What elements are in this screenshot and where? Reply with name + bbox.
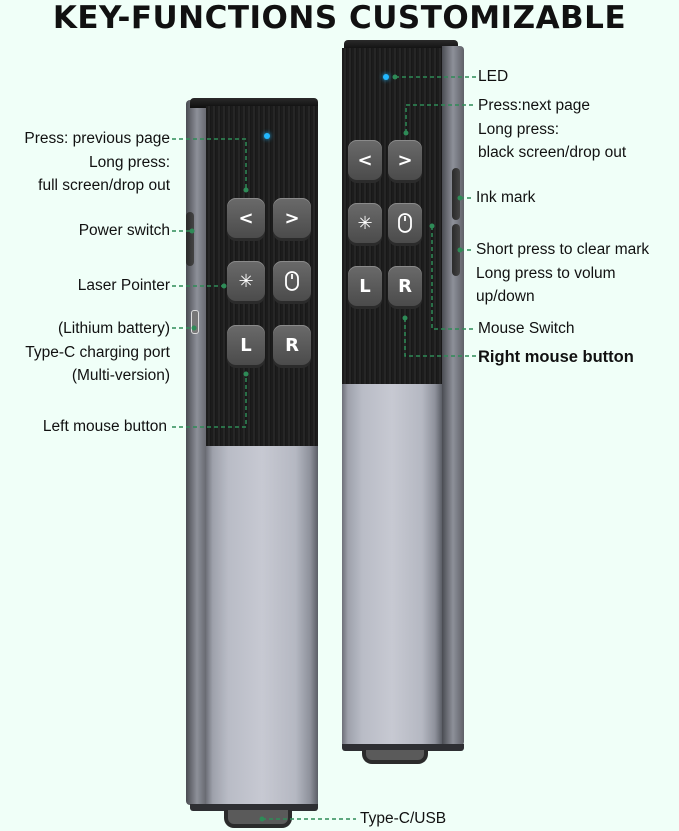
label-charging-port: Type-C charging port [25,344,170,361]
label-multi-version: (Multi-version) [71,367,170,384]
left-mouse-button[interactable]: L [227,325,265,365]
led-indicator-icon [383,74,389,80]
label-battery: (Lithium battery) [58,320,170,337]
label-right-mouse: Right mouse button [478,348,634,366]
remote-left-metal-body [206,446,318,806]
label-volume-1: Long press to volum [476,265,616,282]
remote-right-side-rail [442,46,464,746]
previous-page-button[interactable]: < [348,140,382,180]
usb-connector-icon [362,750,428,764]
label-previous-long-action: full screen/drop out [38,177,170,194]
label-left-mouse: Left mouse button [42,418,167,435]
label-previous-page: Press: previous page [24,130,170,147]
label-next-long-press: Long press: [478,121,559,138]
label-next-page: Press:next page [478,97,591,114]
mouse-icon [398,213,412,233]
remote-right-bottom-edge [342,744,464,751]
laser-pointer-button[interactable]: ✳ [227,261,265,301]
label-type-c-usb: Type-C/USB [360,810,447,827]
volume-clear-button[interactable] [452,224,460,276]
page-title: KEY-FUNCTIONS CUSTOMIZABLE [52,0,627,36]
mouse-switch-button[interactable] [273,261,311,301]
label-led: LED [478,68,509,85]
remote-left-bottom-edge [190,804,318,811]
led-indicator-icon [264,133,270,139]
right-mouse-button[interactable]: R [388,266,422,306]
remote-right-top-cap [344,40,458,50]
ink-mark-button[interactable] [452,168,460,220]
label-next-long-action: black screen/drop out [478,144,627,161]
label-previous-long-press: Long press: [89,154,170,171]
next-page-button[interactable]: > [273,198,311,238]
left-mouse-button[interactable]: L [348,266,382,306]
remote-left-top-cap [190,98,318,108]
mouse-switch-button[interactable] [388,203,422,243]
remote-right-metal-body [342,384,442,746]
label-clear-mark: Short press to clear mark [476,241,650,258]
mouse-icon [285,271,299,291]
remote-left-side-rail [186,100,208,805]
label-mouse-switch: Mouse Switch [478,320,575,337]
label-power-switch: Power switch [78,222,170,239]
laser-pointer-button[interactable]: ✳ [348,203,382,243]
next-page-button[interactable]: > [388,140,422,180]
previous-page-button[interactable]: < [227,198,265,238]
label-laser-pointer: Laser Pointer [77,277,170,294]
power-switch-icon[interactable] [186,212,194,266]
type-c-port-icon [191,310,199,334]
right-mouse-button[interactable]: R [273,325,311,365]
label-volume-2: up/down [476,288,535,305]
label-ink-mark: Ink mark [476,189,536,206]
